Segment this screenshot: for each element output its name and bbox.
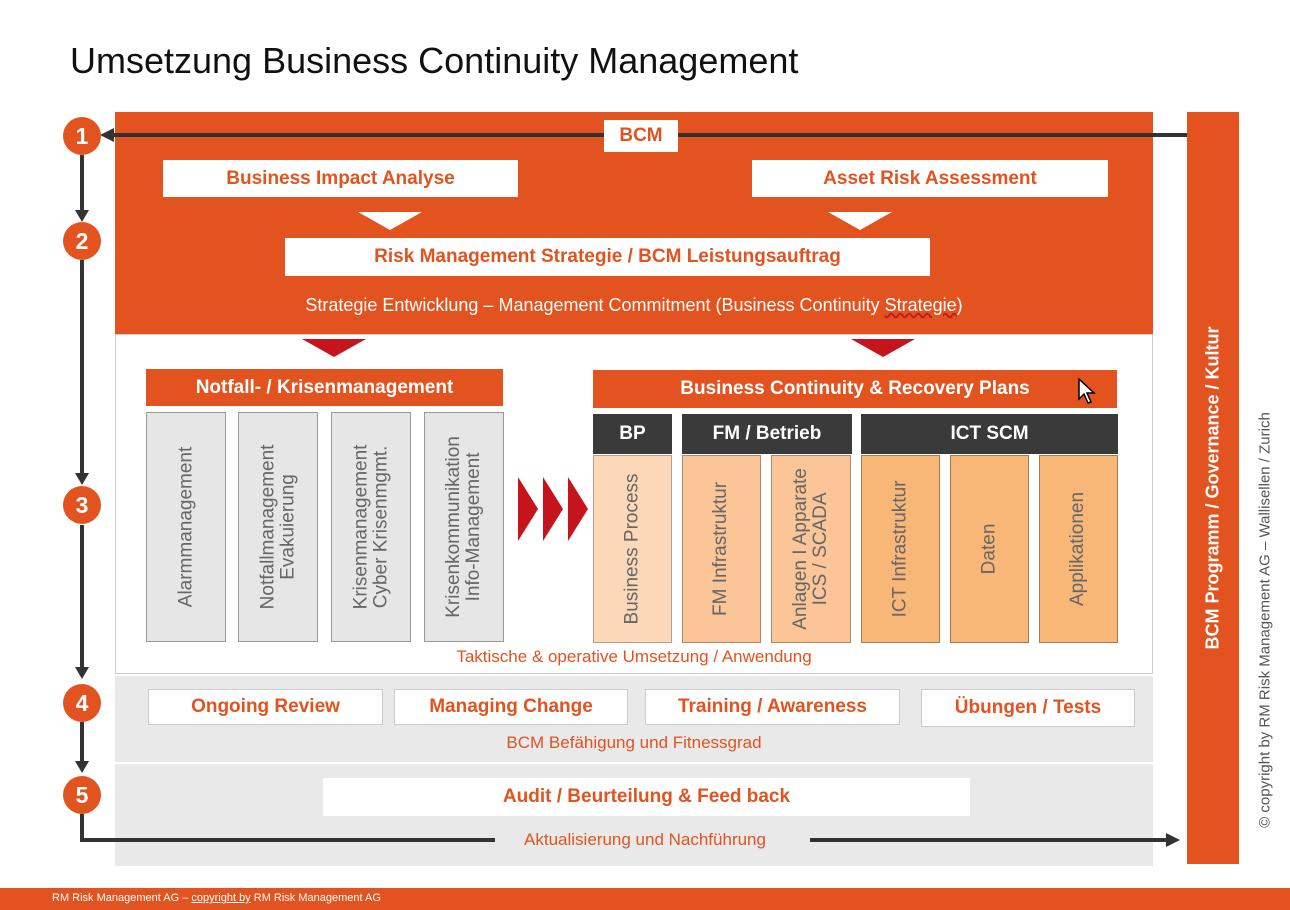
bcm-label: BCM	[604, 120, 678, 152]
bcrp-column: Daten	[950, 455, 1029, 643]
footer-prefix: RM Risk Management AG –	[52, 892, 192, 904]
enable-caption: BCM Befähigung und Fitnessgrad	[506, 733, 762, 752]
crisis-column: Notfallmanagement Evakuierung	[238, 412, 318, 642]
strategy-caption: Strategie Entwicklung – Management Commi…	[115, 295, 1153, 316]
bcrp-column: Applikationen	[1039, 455, 1118, 643]
chevron-right-icon	[568, 477, 588, 541]
bcrp-column-label: FM Infrastruktur	[710, 481, 732, 617]
bcrp-column: ICT Infrastruktur	[861, 455, 940, 643]
chevron-right-icon	[518, 477, 538, 541]
bcrp-column: Anlagen I Apparate ICS / SCADA	[771, 455, 851, 643]
bcrp-column: FM Infrastruktur	[682, 455, 761, 643]
business-impact-analyse-box: Business Impact Analyse	[163, 160, 518, 197]
bcrp-header: Business Continuity & Recovery Plans	[593, 370, 1117, 408]
crisis-column: Alarmmanagement	[146, 412, 226, 642]
chevron-right-icon	[543, 477, 563, 541]
asset-risk-assessment-box: Asset Risk Assessment	[752, 160, 1108, 197]
crisis-column-label: Notfallmanagement Evakuierung	[257, 444, 299, 610]
ongoing-review-label: Ongoing Review	[191, 696, 340, 717]
footer-link[interactable]: copyright by	[191, 892, 251, 904]
governance-bar: BCM Programm / Governance / Kultur	[1187, 112, 1239, 864]
crisis-column: Krisenmanagement Cyber Krisenmgmt.	[331, 412, 411, 642]
bcrp-column-label: Daten	[978, 523, 1000, 575]
bcrp-column-label: Anlagen I Apparate ICS / SCADA	[790, 468, 832, 630]
page-title: Umsetzung Business Continuity Management	[70, 40, 799, 81]
step-3-badge: 3	[63, 486, 101, 524]
crisis-column-label: Alarmmanagement	[175, 446, 197, 608]
strategy-caption-underlined: Strategie	[884, 295, 957, 315]
audit-box: Audit / Beurteilung & Feed back	[323, 778, 970, 816]
strategy-box: Risk Management Strategie / BCM Leistung…	[285, 238, 930, 276]
bcrp-column-label: ICT Infrastruktur	[889, 480, 911, 618]
managing-change-box: Managing Change	[394, 689, 628, 725]
training-awareness-box: Training / Awareness	[645, 689, 900, 725]
side-copyright: © copyright by RM Risk Management AG – W…	[1256, 412, 1274, 828]
strategy-caption-suffix: )	[956, 295, 963, 315]
mouse-cursor-icon	[1078, 378, 1096, 404]
uebungen-tests-box: Übungen / Tests	[921, 689, 1135, 727]
crisis-column: Krisenkommunikation Info-Management	[424, 412, 504, 642]
ongoing-review-box: Ongoing Review	[148, 689, 383, 725]
step-2-badge: 2	[63, 222, 101, 260]
bcrp-column: Business Process	[593, 455, 672, 643]
step-4-badge: 4	[63, 684, 101, 722]
strategy-caption-text: Strategie Entwicklung – Management Commi…	[305, 295, 885, 315]
bcrp-column-label: Applikationen	[1067, 491, 1089, 607]
crisis-column-label: Krisenmanagement Cyber Krisenmgmt.	[350, 444, 392, 610]
step-1-badge: 1	[63, 117, 101, 155]
footer-bar: RM Risk Management AG – copyright by RM …	[0, 888, 1290, 910]
step-5-badge: 5	[63, 776, 101, 814]
group-fm-betrieb: FM / Betrieb	[682, 414, 852, 454]
governance-bar-label: BCM Programm / Governance / Kultur	[1202, 326, 1223, 650]
footer-suffix: RM Risk Management AG	[250, 892, 381, 904]
crisis-column-label: Krisenkommunikation Info-Management	[443, 436, 485, 618]
group-bp: BP	[593, 414, 672, 454]
footer-text: RM Risk Management AG – copyright by RM …	[52, 892, 381, 904]
down-arrow-icon	[828, 212, 892, 230]
down-arrow-icon	[358, 212, 422, 230]
group-ict-scm: ICT SCM	[861, 414, 1118, 454]
audit-caption: Aktualisierung und Nachführung	[524, 830, 766, 849]
middle-caption: Taktische & operative Umsetzung / Anwend…	[456, 647, 812, 666]
crisis-management-header: Notfall- / Krisenmanagement	[146, 369, 503, 406]
bcrp-column-label: Business Process	[621, 473, 643, 625]
down-arrow-icon	[851, 339, 915, 357]
down-arrow-icon	[302, 339, 366, 357]
